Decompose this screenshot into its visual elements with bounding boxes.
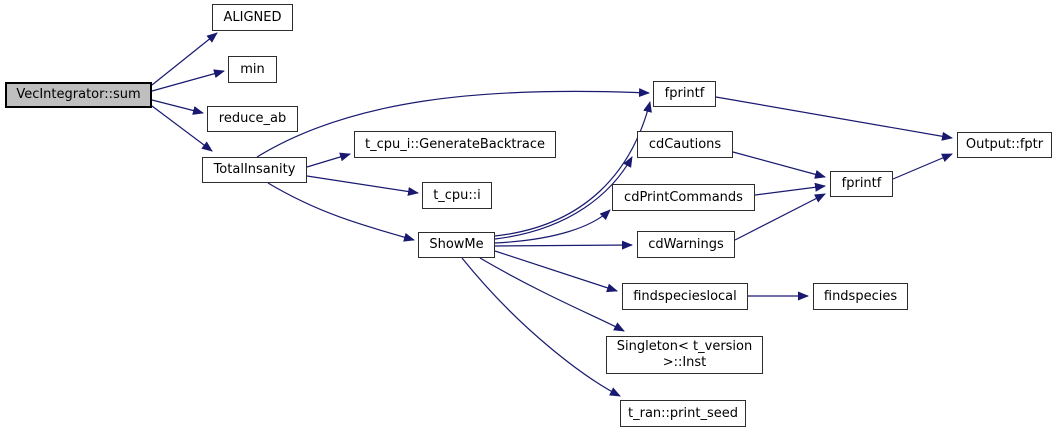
node-label: cdPrintCommands xyxy=(624,189,743,205)
node-label: Singleton< t_version xyxy=(616,339,753,354)
node-fprintf-1[interactable]: fprintf xyxy=(653,81,716,107)
edge-showme-to-cdprintcommands xyxy=(494,209,611,244)
node-findspecies[interactable]: findspecies xyxy=(813,283,908,310)
edge-showme-to-singleton-inst xyxy=(479,257,625,332)
node-min[interactable]: min xyxy=(228,56,277,83)
node-aligned[interactable]: ALIGNED xyxy=(212,4,293,31)
edge-cdcautions-to-fprintf-2 xyxy=(732,151,826,179)
node-label: reduce_ab xyxy=(218,111,287,126)
node-label: ShowMe xyxy=(429,237,484,252)
node-findspecieslocal[interactable]: findspecieslocal xyxy=(622,283,748,310)
node-label: Output::fptr xyxy=(965,137,1044,152)
edges-group xyxy=(151,32,953,397)
node-label: fprintf xyxy=(841,176,882,191)
node-label: ALIGNED xyxy=(223,9,282,25)
edge-showme-to-cdcautions xyxy=(494,156,633,240)
node-cdprintcommands[interactable]: cdPrintCommands xyxy=(612,184,755,211)
edge-cdprintcommands-to-fprintf-2 xyxy=(754,182,826,196)
node-singleton-inst[interactable]: Singleton< t_version>::Inst xyxy=(606,336,763,374)
edge-vecintegrator-sum-to-totalinsanity xyxy=(151,105,213,152)
node-generatebacktrace[interactable]: t_cpu_i::GenerateBacktrace xyxy=(354,131,556,158)
node-label: t_ran::print_seed xyxy=(628,405,738,421)
node-label: fprintf xyxy=(664,86,705,101)
edge-vecintegrator-sum-to-aligned xyxy=(151,32,218,86)
edge-cdwarnings-to-fprintf-2 xyxy=(734,193,826,241)
node-label: t_cpu::i xyxy=(433,187,481,203)
edge-fprintf-1-to-output-fptr xyxy=(715,96,953,141)
edge-showme-to-t-ran-print-seed xyxy=(461,257,621,397)
edge-totalinsanity-to-generatebacktrace xyxy=(306,152,351,168)
edge-showme-to-fprintf-1 xyxy=(494,101,652,237)
node-label: cdWarnings xyxy=(648,236,724,252)
node-totalinsanity[interactable]: TotalInsanity xyxy=(202,157,307,183)
edge-vecintegrator-sum-to-min xyxy=(151,69,225,92)
node-showme[interactable]: ShowMe xyxy=(418,232,495,258)
edge-showme-to-findspecieslocal xyxy=(494,250,618,293)
edge-totalinsanity-to-showme xyxy=(267,182,415,242)
node-label: cdCautions xyxy=(648,136,722,152)
edge-totalinsanity-to-t-cpu-i xyxy=(306,175,419,196)
edge-fprintf-2-to-output-fptr xyxy=(892,153,953,180)
node-cdwarnings[interactable]: cdWarnings xyxy=(637,231,735,258)
node-label: TotalInsanity xyxy=(213,162,296,177)
node-label: min xyxy=(240,61,265,77)
edge-vecintegrator-sum-to-reduce-ab xyxy=(151,99,204,115)
node-label: t_cpu_i::GenerateBacktrace xyxy=(365,136,545,152)
node-vecintegrator-sum[interactable]: VecIntegrator::sum xyxy=(5,82,152,108)
node-label: findspecieslocal xyxy=(633,288,737,304)
edge-showme-to-cdwarnings xyxy=(494,240,633,250)
node-label: >::Inst xyxy=(662,355,707,370)
node-label: VecIntegrator::sum xyxy=(16,87,141,102)
node-t-ran-print-seed[interactable]: t_ran::print_seed xyxy=(620,400,746,427)
node-t-cpu-i[interactable]: t_cpu::i xyxy=(422,182,492,209)
node-cdcautions[interactable]: cdCautions xyxy=(637,131,733,158)
node-label: findspecies xyxy=(823,288,898,304)
node-reduce-ab[interactable]: reduce_ab xyxy=(207,106,298,132)
edge-totalinsanity-to-fprintf-1 xyxy=(256,88,650,158)
node-output-fptr[interactable]: Output::fptr xyxy=(957,132,1052,158)
node-fprintf-2[interactable]: fprintf xyxy=(830,171,893,197)
